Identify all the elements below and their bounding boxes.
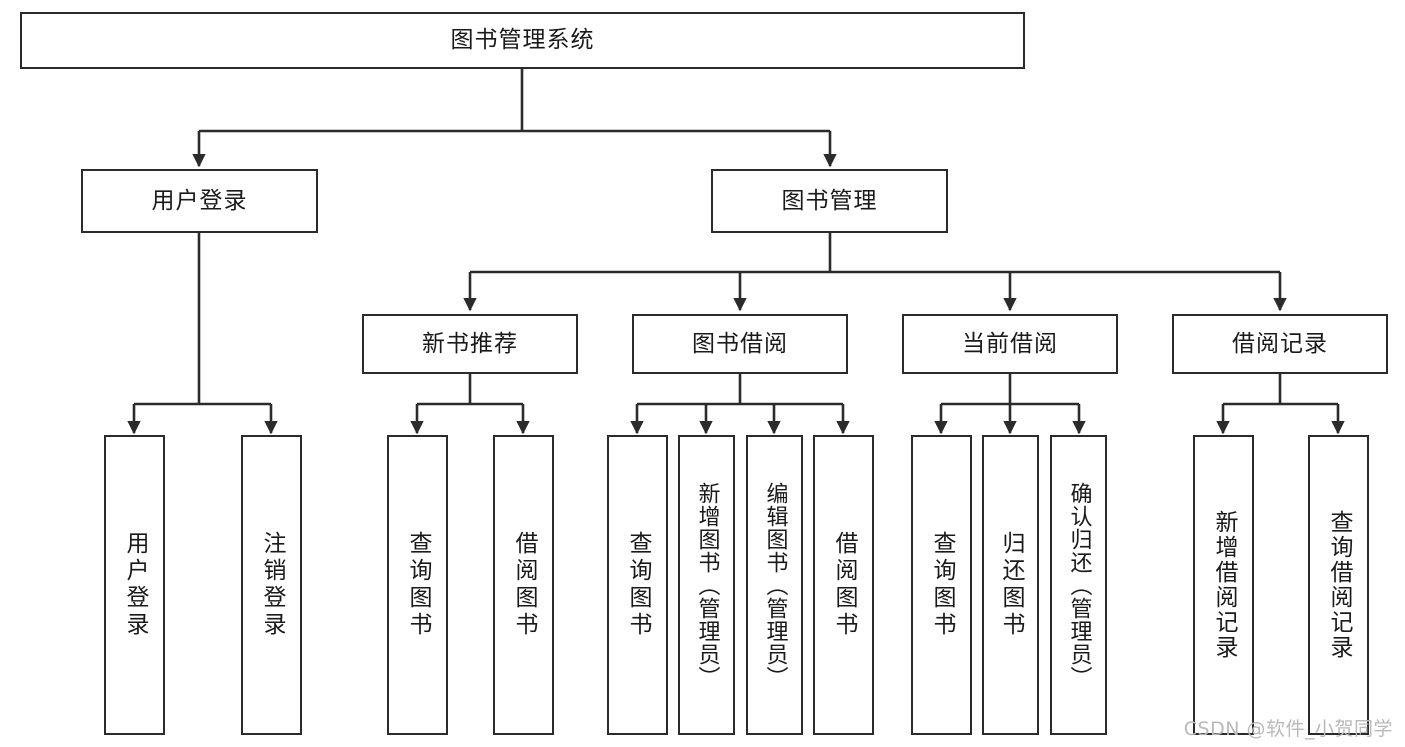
node-label: 查询图书 bbox=[405, 531, 431, 639]
leaf-record-query-record[interactable]: 查询借阅记录 bbox=[1308, 435, 1369, 735]
node-label: 查询图书 bbox=[625, 531, 651, 639]
node-label: 当前借阅 bbox=[962, 330, 1058, 357]
node-borrow-record[interactable]: 借阅记录 bbox=[1172, 314, 1388, 374]
node-current-borrow[interactable]: 当前借阅 bbox=[902, 314, 1118, 374]
leaf-current-return-book[interactable]: 归还图书 bbox=[982, 435, 1039, 735]
node-label: 用户登录 bbox=[122, 531, 148, 639]
node-root-system[interactable]: 图书管理系统 bbox=[20, 12, 1025, 69]
node-label: 注销登录 bbox=[259, 531, 285, 639]
node-label: 新增借阅记录 bbox=[1211, 510, 1237, 660]
leaf-borrow-edit-book-admin[interactable]: 编辑图书（管理员） bbox=[746, 435, 803, 735]
node-label: 用户登录 bbox=[151, 187, 248, 214]
node-label: 查询图书 bbox=[929, 531, 955, 639]
node-label: 新增图书（管理员） bbox=[694, 481, 720, 689]
leaf-borrow-add-book-admin[interactable]: 新增图书（管理员） bbox=[678, 435, 735, 735]
node-label: 借阅图书 bbox=[831, 531, 857, 639]
node-label: 查询借阅记录 bbox=[1326, 510, 1352, 660]
node-book-management[interactable]: 图书管理 bbox=[711, 169, 948, 233]
leaf-borrow-borrow-book[interactable]: 借阅图书 bbox=[813, 435, 874, 735]
node-label: 编辑图书（管理员） bbox=[762, 481, 788, 689]
node-label: 新书推荐 bbox=[422, 330, 518, 357]
leaf-borrow-query-book[interactable]: 查询图书 bbox=[607, 435, 668, 735]
node-label: 借阅图书 bbox=[511, 531, 537, 639]
leaf-recommend-borrow-book[interactable]: 借阅图书 bbox=[493, 435, 554, 735]
node-label: 图书管理 bbox=[781, 187, 878, 214]
leaf-current-confirm-return-admin[interactable]: 确认归还（管理员） bbox=[1050, 435, 1107, 735]
leaf-current-query-book[interactable]: 查询图书 bbox=[911, 435, 972, 735]
leaf-user-login-logout[interactable]: 注销登录 bbox=[241, 435, 302, 735]
node-book-borrow[interactable]: 图书借阅 bbox=[632, 314, 848, 374]
leaf-record-add-record[interactable]: 新增借阅记录 bbox=[1193, 435, 1254, 735]
node-label: 图书管理系统 bbox=[450, 27, 595, 53]
leaf-user-login-login[interactable]: 用户登录 bbox=[104, 435, 165, 735]
node-label: 归还图书 bbox=[998, 531, 1024, 639]
leaf-recommend-query-book[interactable]: 查询图书 bbox=[387, 435, 448, 735]
watermark-text: CSDN @软件_小贺同学 bbox=[1183, 718, 1393, 740]
node-user-login[interactable]: 用户登录 bbox=[81, 169, 318, 233]
node-label: 确认归还（管理员） bbox=[1066, 481, 1092, 689]
node-label: 图书借阅 bbox=[692, 330, 788, 357]
node-new-book-recommend[interactable]: 新书推荐 bbox=[362, 314, 578, 374]
node-label: 借阅记录 bbox=[1232, 330, 1328, 357]
